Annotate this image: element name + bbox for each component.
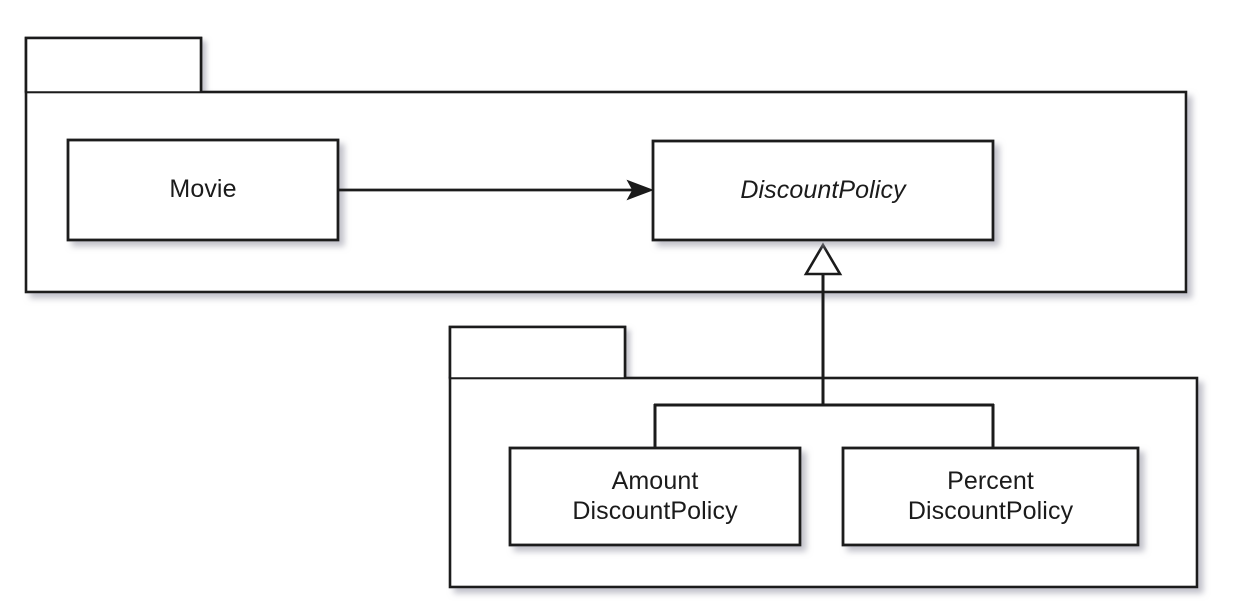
- package-lower[interactable]: [448, 325, 1199, 589]
- package-upper-tab-outline: [24, 36, 203, 92]
- generalization-hollow-triangle-icon: [803, 242, 843, 276]
- class-box-movie[interactable]: [66, 138, 340, 242]
- class-box-percent-discount-policy[interactable]: [841, 446, 1140, 547]
- association-filled-arrow-icon: [626, 179, 654, 201]
- generalization-connector[interactable]: [653, 242, 995, 450]
- class-box-discount-policy[interactable]: [651, 139, 995, 242]
- association-connector-movie-discountpolicy[interactable]: [338, 179, 654, 201]
- class-box-amount-discount-policy[interactable]: [508, 446, 802, 547]
- package-lower-tab-outline: [448, 325, 627, 378]
